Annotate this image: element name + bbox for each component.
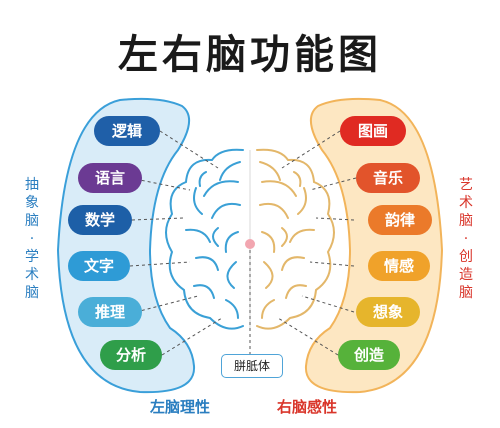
right-item-music: 音乐 xyxy=(356,163,420,193)
left-side-label: 抽象脑·学术脑 xyxy=(25,177,39,301)
right-item-rhythm: 韵律 xyxy=(368,205,432,235)
left-item-text: 文字 xyxy=(68,251,130,281)
left-item-analysis: 分析 xyxy=(100,340,162,370)
corpus-callosum-label: 胼胝体 xyxy=(221,354,283,378)
left-bottom-label: 左脑理性 xyxy=(150,398,211,416)
left-item-language: 语言 xyxy=(78,163,142,193)
right-item-creation: 创造 xyxy=(338,340,400,370)
right-side-label: 艺术脑·创造脑 xyxy=(459,177,473,301)
left-hemisphere xyxy=(165,148,244,330)
right-item-drawing: 图画 xyxy=(340,116,406,146)
right-connectors xyxy=(277,130,357,356)
page-title: 左右脑功能图 xyxy=(118,32,382,78)
right-item-emotion: 情感 xyxy=(368,251,430,281)
right-hemisphere xyxy=(256,148,335,330)
left-connectors xyxy=(129,130,223,356)
left-item-logic: 逻辑 xyxy=(94,116,160,146)
left-item-math: 数学 xyxy=(68,205,132,235)
right-bottom-label: 右脑感性 xyxy=(277,398,338,416)
corpus-callosum-dot xyxy=(245,239,255,249)
left-item-reasoning: 推理 xyxy=(78,297,142,327)
right-item-imagination: 想象 xyxy=(356,297,420,327)
